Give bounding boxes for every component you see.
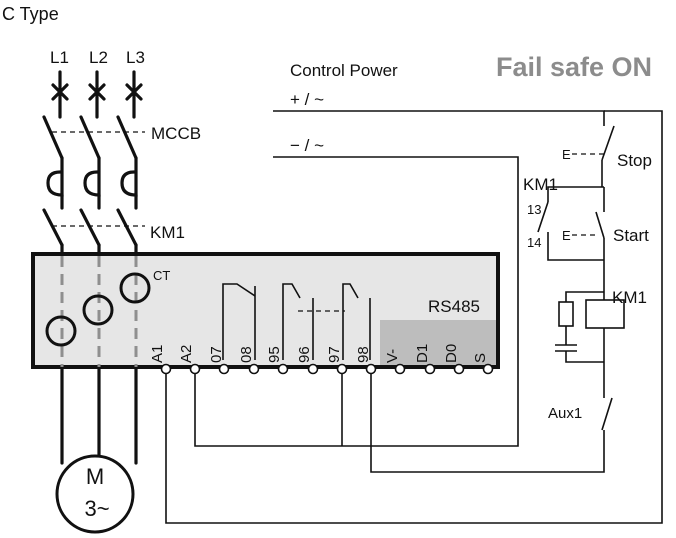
isolator-crosses bbox=[51, 83, 143, 101]
phase-label-l3: L3 bbox=[126, 48, 145, 67]
stop-e-mark: E bbox=[562, 147, 571, 162]
relay-contact-95-98 bbox=[282, 283, 371, 360]
terminal-labels: A1 A2 07 08 95 96 97 98 V- D1 D0 S bbox=[149, 344, 489, 363]
control-power-label: Control Power bbox=[290, 61, 398, 80]
relay-contact-07-08 bbox=[222, 283, 256, 360]
mccb-breaker bbox=[42, 115, 145, 210]
contact-13-label: 13 bbox=[527, 202, 541, 217]
start-e-mark: E bbox=[562, 228, 571, 243]
terminal-label-a1: A1 bbox=[149, 345, 166, 363]
phase-label-l1: L1 bbox=[50, 48, 69, 67]
terminal-label-v-minus: V- bbox=[384, 349, 401, 363]
control-wiring bbox=[165, 110, 663, 524]
ct-label: CT bbox=[153, 268, 170, 283]
start-label: Start bbox=[613, 226, 649, 245]
ct-sensors bbox=[45, 272, 151, 347]
contact-14-label: 14 bbox=[527, 235, 541, 250]
km1-coil-label: KM1 bbox=[612, 288, 647, 307]
phase-label-l2: L2 bbox=[89, 48, 108, 67]
control-power-minus: − / ~ bbox=[290, 136, 324, 155]
terminal-label-95: 95 bbox=[266, 346, 283, 363]
mccb-label: MCCB bbox=[151, 124, 201, 143]
km1-main-contacts bbox=[42, 208, 145, 256]
diagram-title: C Type bbox=[2, 4, 59, 24]
terminal-screws bbox=[160, 363, 494, 375]
stop-label: Stop bbox=[617, 151, 652, 170]
terminal-label-97: 97 bbox=[326, 346, 343, 363]
motor-letter: M bbox=[86, 464, 104, 489]
terminal-label-08: 08 bbox=[238, 346, 255, 363]
terminal-label-07: 07 bbox=[208, 346, 225, 363]
phase-wires-bottom bbox=[60, 367, 138, 465]
terminal-label-98: 98 bbox=[355, 346, 372, 363]
km1-main-label: KM1 bbox=[150, 223, 185, 242]
aux1-label: Aux1 bbox=[548, 405, 582, 422]
motor-phase: 3~ bbox=[84, 496, 109, 521]
rs485-label: RS485 bbox=[428, 297, 480, 316]
rs485-panel bbox=[380, 320, 496, 365]
terminal-label-a2: A2 bbox=[178, 345, 195, 363]
control-power-plus: + / ~ bbox=[290, 90, 324, 109]
terminal-label-d1: D1 bbox=[414, 344, 431, 363]
fail-safe-status: Fail safe ON bbox=[496, 52, 652, 82]
motor-symbol bbox=[55, 454, 135, 534]
terminal-label-d0: D0 bbox=[443, 344, 460, 363]
terminal-label-s: S bbox=[472, 353, 489, 363]
phase-wires-top bbox=[58, 70, 136, 119]
terminal-label-96: 96 bbox=[296, 346, 313, 363]
km1-aux-label: KM1 bbox=[523, 175, 558, 194]
